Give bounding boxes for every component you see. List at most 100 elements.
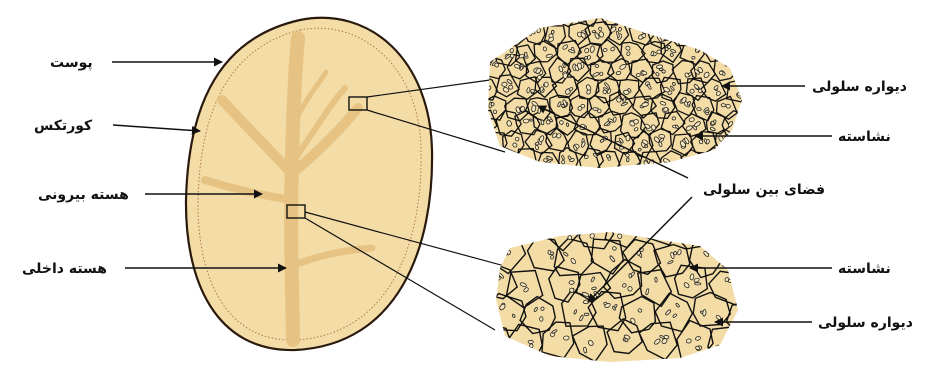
- inner-pith-starch-grain: [735, 315, 741, 321]
- outer-pith-starch-grain: [563, 19, 568, 23]
- outer-pith-cell: [557, 5, 575, 27]
- outer-pith-starch-grain: [599, 27, 602, 30]
- outer-pith-starch-grain: [529, 29, 535, 35]
- outer-pith-starch-grain: [523, 119, 529, 123]
- labels: پوست کورتکس هسته بیرونی هسته داخلی دیوار…: [22, 55, 913, 331]
- outer-pith-starch-grain: [659, 134, 665, 138]
- outer-pith-starch-grain: [665, 47, 669, 51]
- outer-pith-starch-grain: [697, 15, 704, 22]
- inner-pith-starch-grain: [525, 218, 530, 223]
- label-intercellular-space: فضای بین سلولی: [703, 182, 825, 198]
- outer-pith-starch-grain: [524, 52, 527, 56]
- outer-pith-starch-grain: [544, 82, 549, 88]
- outer-pith-cell: [481, 25, 503, 48]
- outer-pith-starch-grain: [717, 53, 723, 58]
- inner-pith-starch-grain: [584, 313, 589, 316]
- inner-pith-starch-grain: [523, 346, 529, 352]
- inner-pith-starch-grain: [569, 281, 574, 285]
- inner-pith-starch-grain: [563, 221, 567, 226]
- outer-pith-starch-grain: [582, 18, 585, 22]
- outer-pith-starch-grain: [739, 16, 743, 20]
- outer-pith-starch-grain: [512, 30, 517, 33]
- outer-pith-starch-grain: [719, 71, 723, 74]
- label-cortex: کورتکس: [34, 118, 93, 134]
- inner-pith-starch-grain: [655, 277, 658, 282]
- inner-pith-starch-grain: [491, 220, 494, 227]
- outer-pith-cell: [540, 2, 560, 26]
- inner-pith-starch-grain: [696, 226, 700, 232]
- outer-pith-starch-grain: [564, 11, 570, 17]
- outer-pith-starch-grain: [711, 7, 716, 14]
- outer-pith-starch-grain: [681, 28, 685, 33]
- outer-pith-cell: [518, 2, 538, 27]
- outer-pith-starch-grain: [678, 32, 683, 39]
- outer-pith-starch-grain: [480, 48, 483, 51]
- outer-pith-starch-grain: [482, 126, 487, 130]
- outer-pith-starch-grain: [499, 159, 504, 164]
- inner-pith-starch-grain: [728, 279, 731, 282]
- inner-pith-starch-grain: [702, 309, 706, 316]
- outer-pith-starch-grain: [739, 10, 744, 15]
- outer-pith-starch-grain: [538, 107, 541, 113]
- outer-pith-cell: [496, 148, 518, 172]
- outer-pith-cell: [622, 4, 645, 24]
- outer-pith-starch-grain: [495, 14, 500, 20]
- outer-pith-starch-grain: [731, 156, 735, 160]
- outer-pith-cell: [643, 7, 664, 28]
- outer-pith-starch-grain: [562, 13, 568, 20]
- inner-pith-starch-grain: [727, 225, 732, 229]
- outer-pith-starch-grain: [604, 13, 609, 20]
- label-starch-top: نشاسته: [838, 129, 891, 145]
- inner-pith-cell: [707, 208, 745, 246]
- outer-pith-starch-grain: [626, 158, 629, 162]
- outer-pith-starch-grain: [603, 48, 607, 52]
- outer-pith-starch-grain: [717, 15, 723, 21]
- inner-pith-cell: [677, 210, 716, 249]
- inner-pith-starch-grain: [687, 220, 690, 226]
- outer-pith-starch-grain: [735, 121, 741, 125]
- outer-pith-starch-grain: [511, 31, 516, 36]
- label-cell-wall-top: دیواره سلولی: [812, 79, 907, 95]
- outer-pith-starch-grain: [672, 12, 675, 16]
- outer-pith-starch-grain: [728, 31, 733, 37]
- inner-pith-starch-grain: [563, 336, 569, 341]
- outer-pith-cell: [685, 4, 708, 30]
- inner-pith-starch-grain: [483, 237, 490, 243]
- arrow-cortex: [113, 125, 200, 131]
- outer-pith-starch-grain: [487, 118, 492, 123]
- outer-pith-starch-grain: [726, 61, 731, 66]
- outer-pith-cell: [714, 24, 739, 44]
- outer-pith-starch-grain: [559, 120, 564, 125]
- outer-pith-starch-grain: [729, 155, 734, 161]
- inner-pith-starch-grain: [695, 283, 701, 285]
- outer-pith-starch-grain: [483, 86, 489, 91]
- potato-tuber: [186, 18, 432, 350]
- outer-pith-starch-grain: [735, 52, 739, 57]
- outer-pith-starch-grain: [609, 16, 614, 21]
- outer-pith-starch-grain: [724, 36, 729, 41]
- outer-pith-starch-grain: [563, 73, 568, 79]
- inner-pith-starch-grain: [652, 225, 656, 232]
- inner-pith-starch-grain: [716, 347, 722, 354]
- inner-pith-starch-grain: [741, 251, 747, 256]
- outer-pith-starch-grain: [633, 8, 637, 13]
- outer-pith-starch-grain: [706, 110, 710, 113]
- label-skin: پوست: [50, 55, 93, 71]
- outer-pith-starch-grain: [731, 157, 737, 163]
- outer-pith-starch-grain: [528, 159, 532, 166]
- outer-pith-starch-grain: [633, 13, 639, 19]
- outer-pith-starch-grain: [543, 12, 548, 17]
- inner-pith-starch-grain: [528, 340, 533, 343]
- outer-pith-starch-grain: [626, 135, 630, 141]
- outer-pith-starch-grain: [721, 103, 726, 107]
- inner-pith-starch-grain: [745, 313, 750, 318]
- outer-pith-starch-grain: [691, 14, 698, 17]
- label-inner-pith: هسته داخلی: [22, 261, 107, 277]
- inner-pith-starch-grain: [492, 235, 499, 240]
- outer-pith-starch-grain: [588, 10, 593, 15]
- inner-pith-tissue: [471, 206, 765, 362]
- outer-pith-starch-grain: [506, 156, 509, 160]
- outer-pith-starch-grain: [672, 117, 676, 120]
- outer-pith-starch-grain: [687, 161, 692, 166]
- inner-pith-starch-grain: [557, 222, 561, 227]
